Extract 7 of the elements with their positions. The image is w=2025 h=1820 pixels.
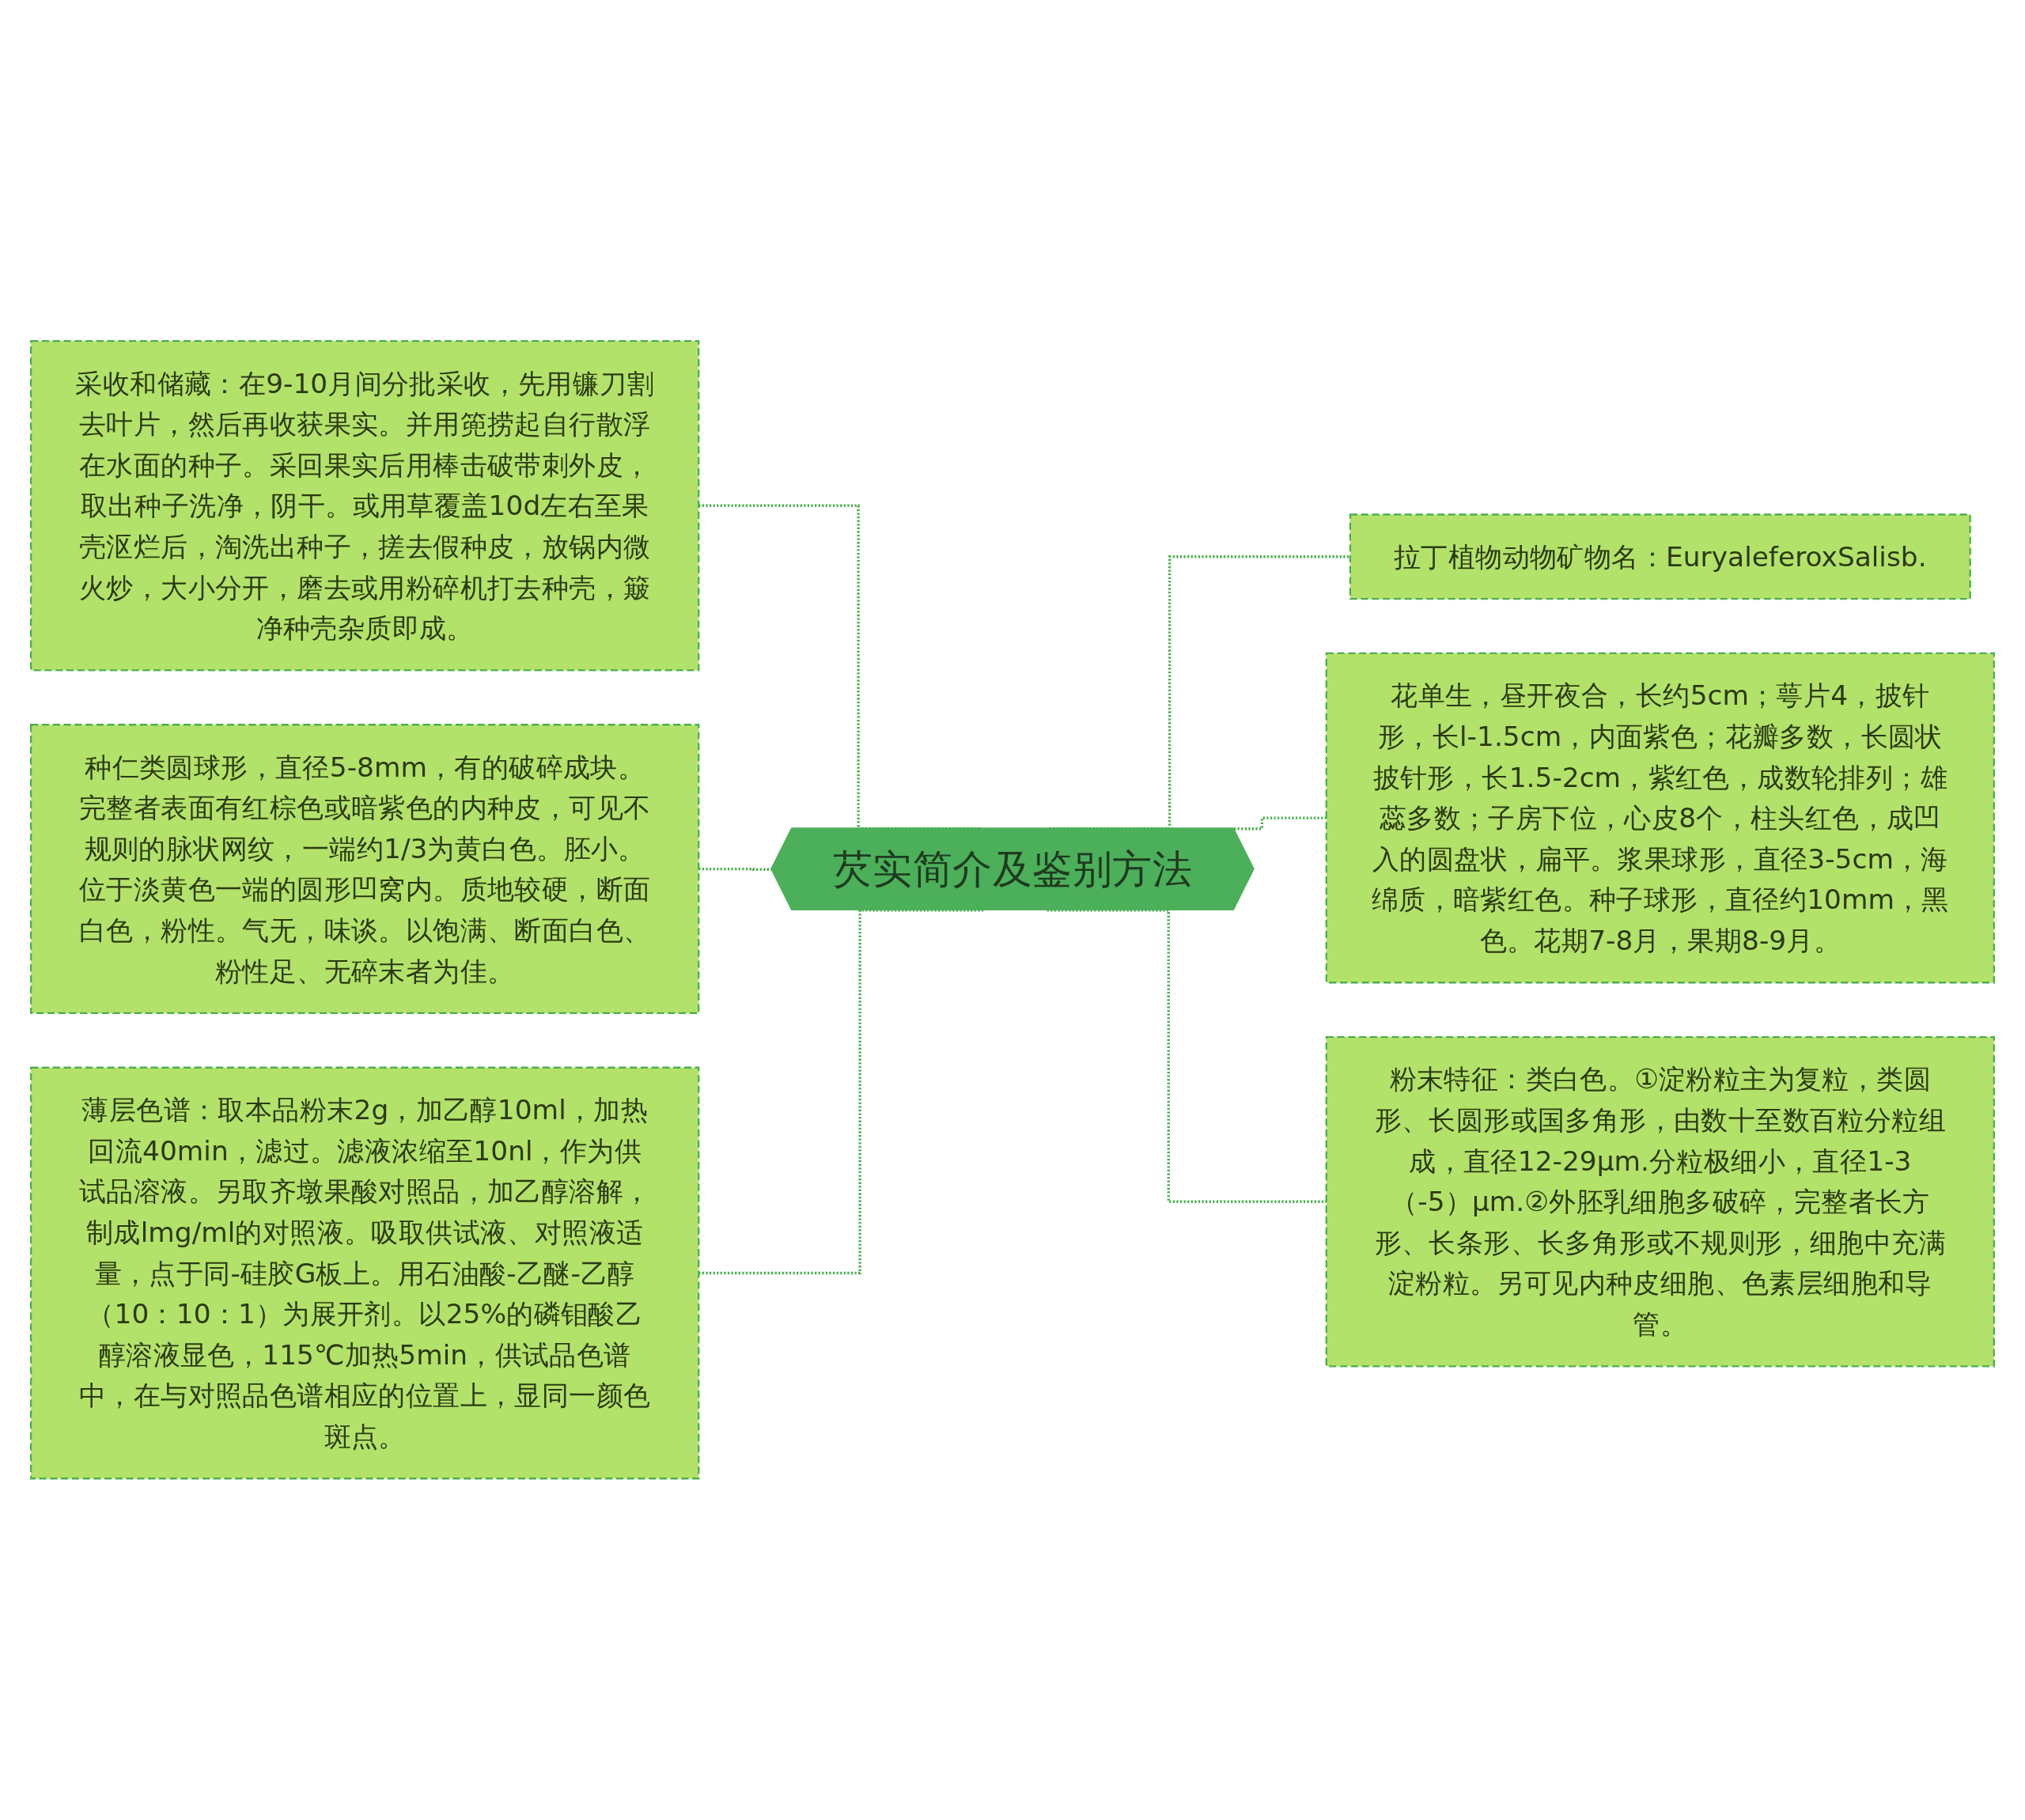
node-box: 粉末特征：类白色。①淀粉粒主为复粒，类圆形、长圆形或国多角形，由数十至数百粒分粒组成，直径12-29μm.分粒极细小，直径1-3（-5）μm.②外胚乳细胞多破碎，完整者长方形、长条形、长多角形或不规则形，细胞中充满淀粉粒。另可见内种皮细胞、色素层细胞和导管。	[1325, 1036, 1995, 1368]
node-box: 采收和储藏：在9-10月间分批采收，先用镰刀割去叶片，然后再收获果实。并用篼捞起自行散浮在水面的种子。采回果实后用棒击破带刺外皮，取出种子洗净，阴干。或用草覆盖10d左右至果壳沤烂后，淘洗出种子，搓去假种皮，放锅内微火炒，大小分开，磨去或用粉碎机打去种壳，簸净种壳杂质即成。	[30, 340, 700, 672]
node-box: 花单生，昼开夜合，长约5cm；萼片4，披针形，长l-1.5cm，内面紫色；花瓣多数，长圆状披针形，长1.5-2cm，紫红色，成数轮排列；雄蕊多数；子房下位，心皮8个，柱头红色，成凹入的圆盘状，扁平。浆果球形，直径3-5cm，海绵质，暗紫红色。种子球形，直径约10mm，黑色。花期7-8月，果期8-9月。	[1325, 653, 1995, 984]
node-box: 薄层色谱：取本品粉末2g，加乙醇10ml，加热回流40min，滤过。滤液浓缩至10nl，作为供试品溶液。另取齐墩果酸对照品，加乙醇溶解，制成lmg/ml的对照液。吸取供试液、对照液适量，点于同-硅胶G板上。用石油酸-乙醚-乙醇（10：10：1）为展开剂。以25%的磷钼酸乙醇溶液显色，115℃加热5min，供试品色谱中，在与对照品色谱相应的位置上，显同一颜色斑点。	[30, 1066, 700, 1480]
node-box: 种仁类圆球形，直径5-8mm，有的破碎成块。完整者表面有红棕色或暗紫色的内种皮，可见不规则的脉状网纹，一端约1/3为黄白色。胚小。位于淡黄色一端的圆形凹窝内。质地较硬，断面白色，粉性。气无，味谈。以饱满、断面白色、粉性足、无碎末者为佳。	[30, 724, 700, 1015]
node-box: 拉丁植物动物矿物名：EuryaleferoxSalisb.	[1349, 513, 1971, 600]
connector	[1047, 909, 1327, 1204]
